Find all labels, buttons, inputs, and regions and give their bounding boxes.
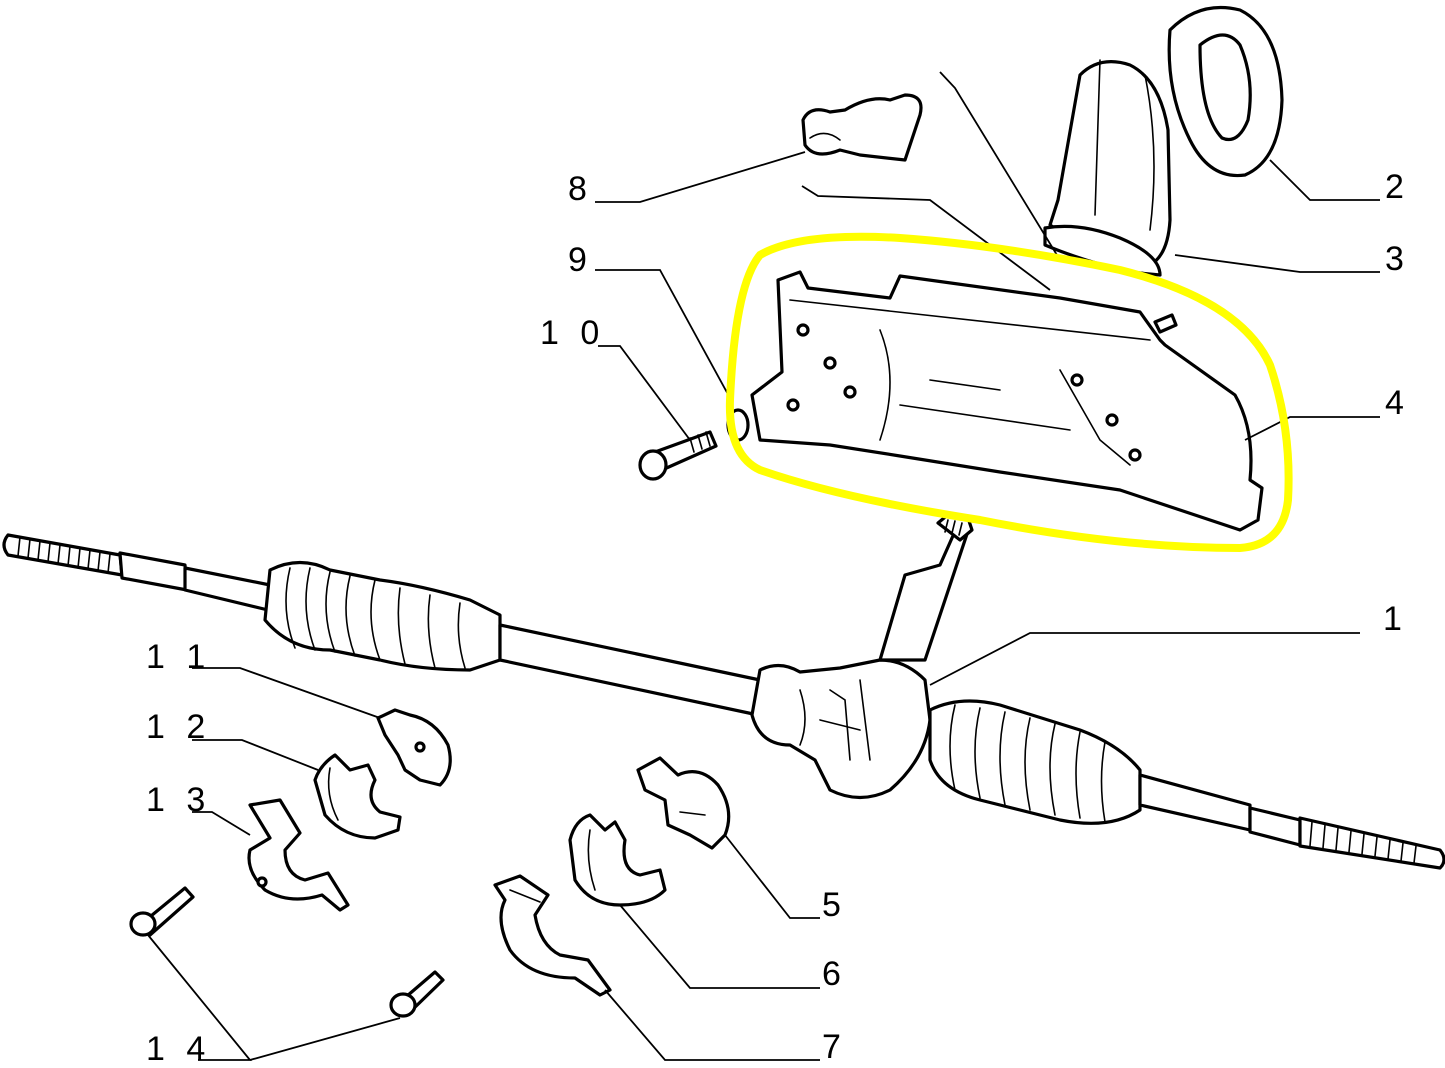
callout-7: 7 (822, 1028, 847, 1066)
callout-9: 9 (568, 241, 593, 279)
callout-6: 6 (822, 955, 847, 993)
callout-2: 2 (1385, 168, 1410, 206)
part-6-bushing (568, 813, 667, 907)
part-13-clamp (247, 798, 350, 912)
callout-1: 1 (1383, 600, 1408, 638)
part-7-clamp (493, 874, 612, 997)
part-1-steering-rack (2, 511, 1445, 870)
callout-4: 4 (1385, 384, 1410, 422)
highlight-ring-part-4 (725, 232, 1293, 552)
part-2-grommet (1167, 5, 1284, 178)
part-4-mounting-bracket (750, 270, 1264, 532)
callout-13: 1 3 (146, 781, 212, 819)
callout-8: 8 (568, 170, 593, 208)
callout-14: 1 4 (146, 1030, 212, 1068)
part-3-boot (1043, 59, 1172, 277)
part-10-bolt (638, 430, 718, 481)
part-11-bushing (376, 708, 452, 787)
part-5-bushing (636, 756, 731, 850)
callout-11: 1 1 (146, 638, 212, 676)
callout-12: 1 2 (146, 708, 212, 746)
leader-lines (147, 71, 1380, 1061)
part-14-bolts (129, 886, 445, 1018)
callout-5: 5 (822, 886, 847, 924)
part-8-clip (801, 93, 923, 162)
part-12-bushing (313, 753, 402, 840)
callout-10: 1 0 (540, 314, 606, 352)
callout-3: 3 (1385, 240, 1410, 278)
